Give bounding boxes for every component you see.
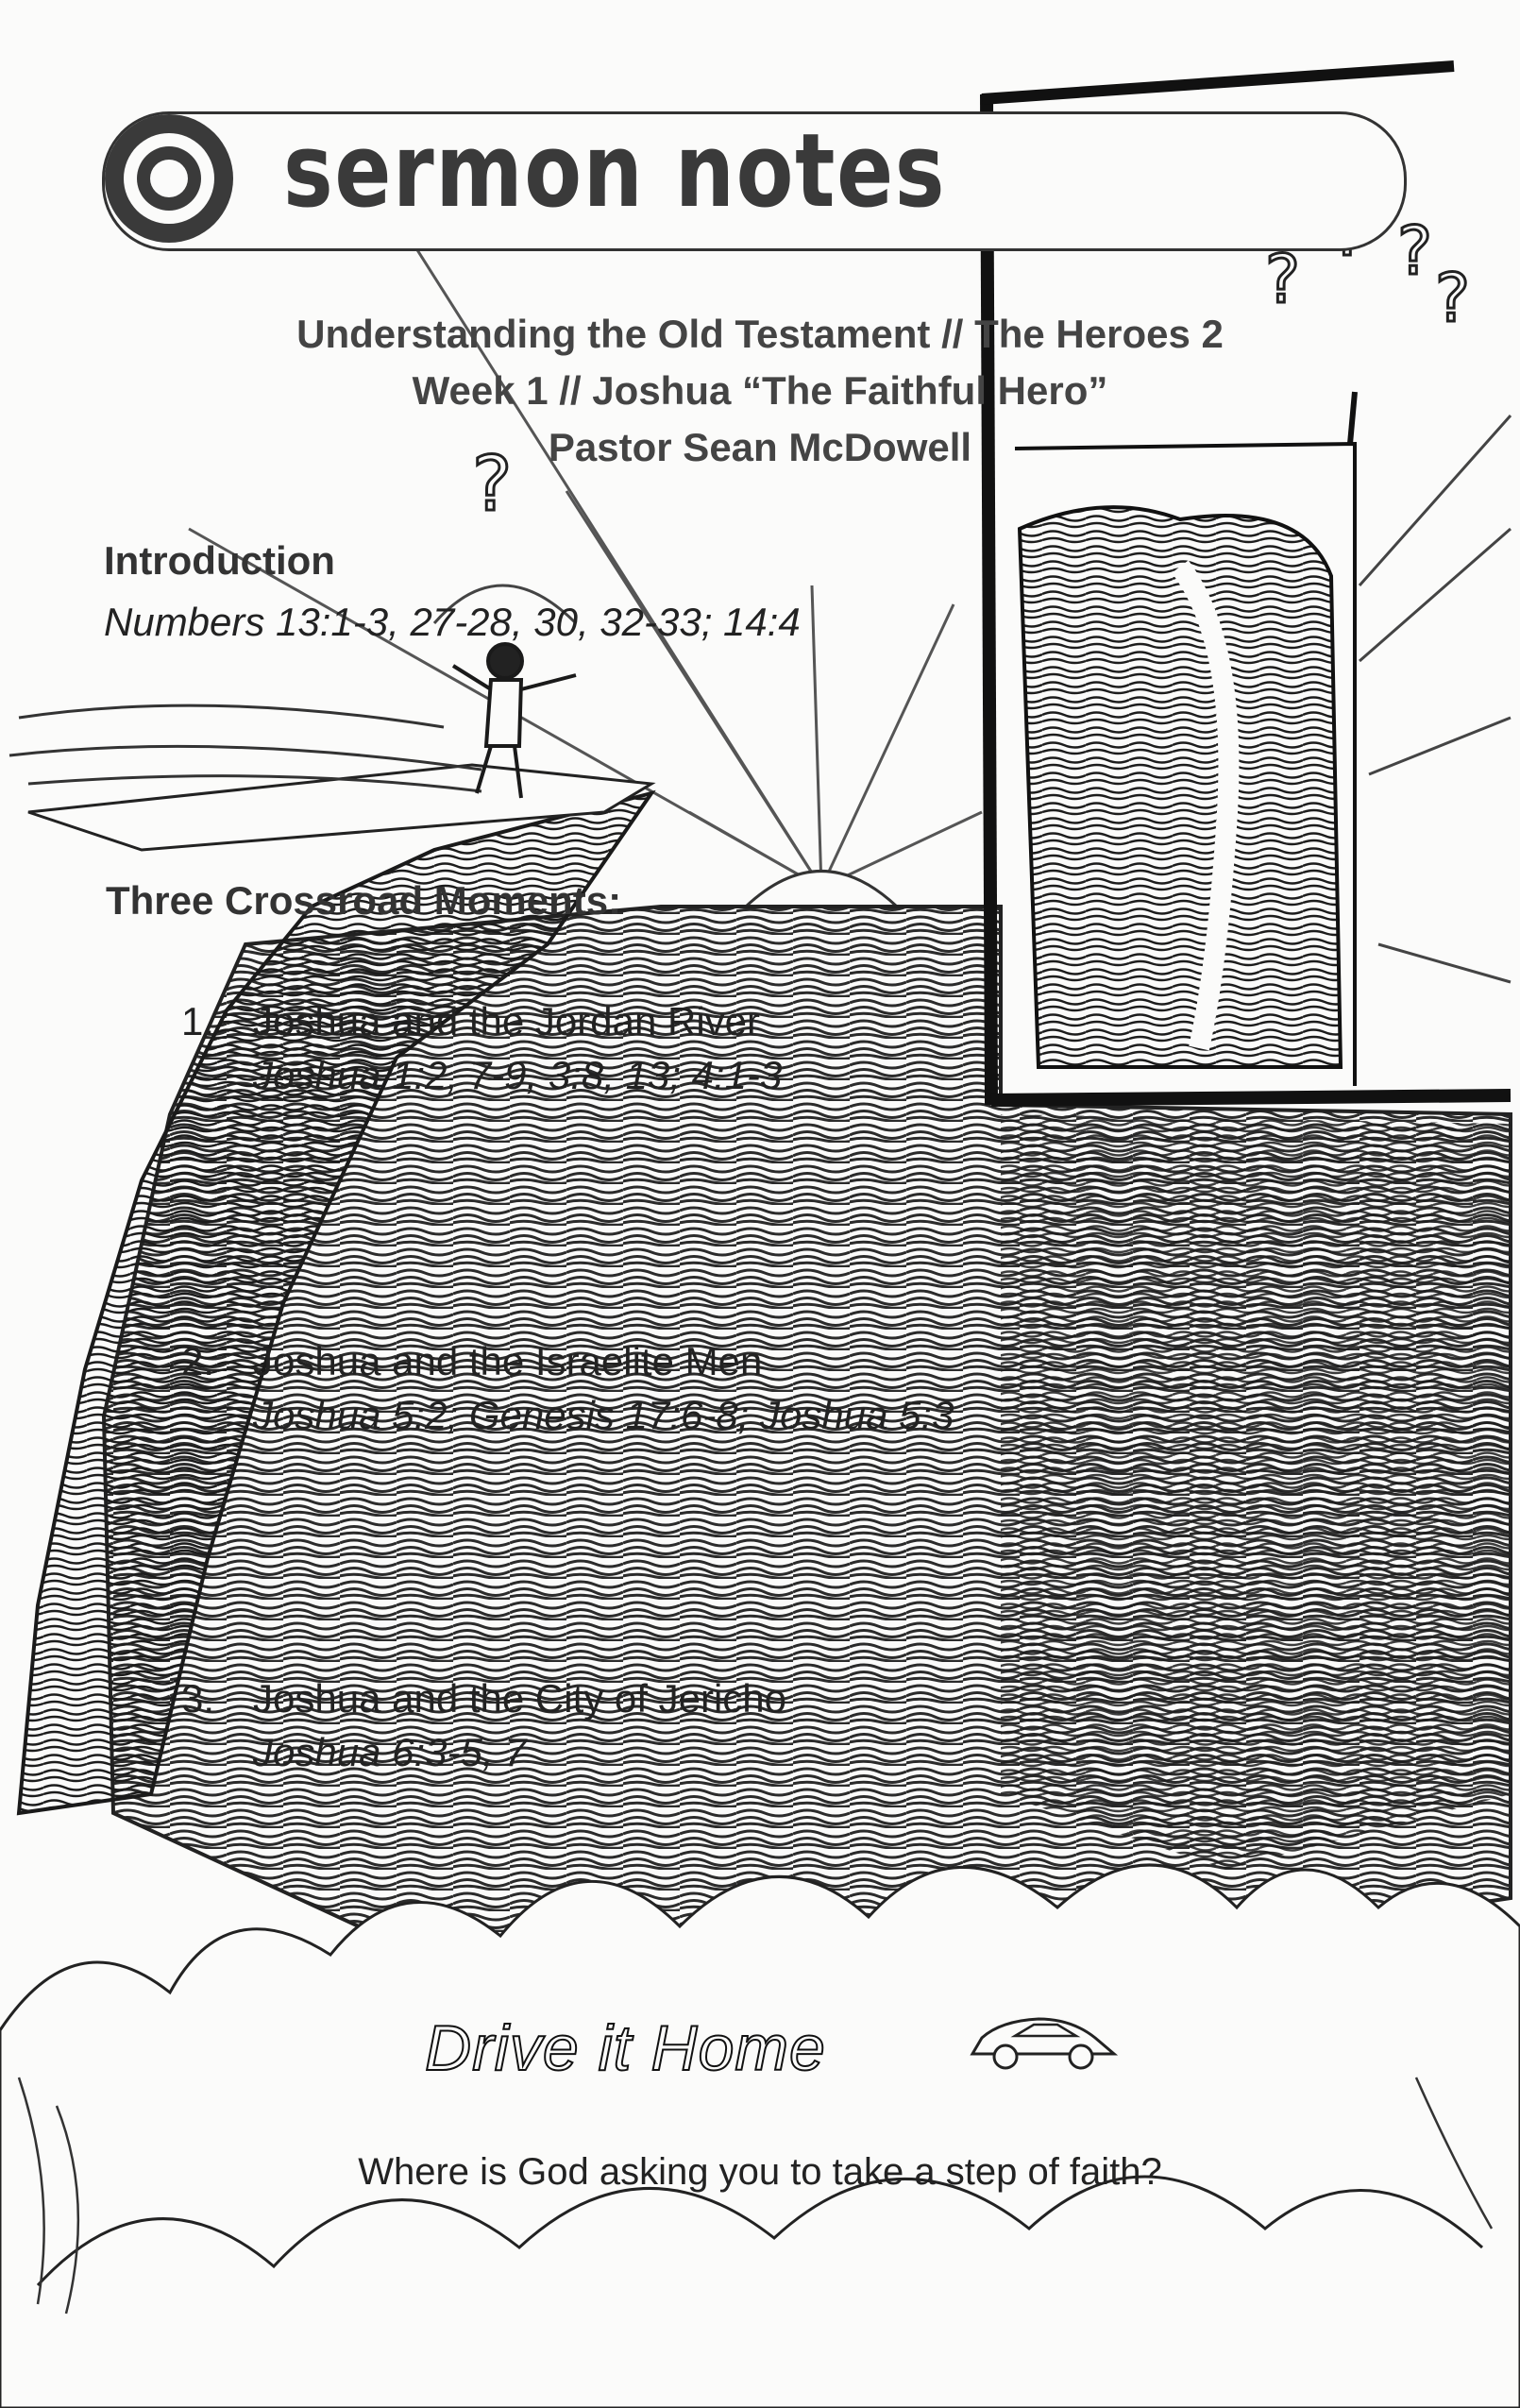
cliff-top xyxy=(27,763,656,852)
week-title: Week 1 // Joshua “The Faithful Hero” xyxy=(412,368,1108,413)
svg-text:?: ? xyxy=(1397,212,1432,290)
halo-arc xyxy=(432,584,578,625)
doorway-question-marks: ? ? ? ? xyxy=(1264,193,1472,339)
car-icon xyxy=(970,2017,1119,2070)
moment-reference: Joshua 1:2, 7-9, 3:8, 13; 4:1-3 xyxy=(253,1053,783,1097)
introduction-reference: Numbers 13:1-3, 27-28, 30, 32-33; 14:4 xyxy=(104,600,801,644)
moment-title: Joshua and the City of Jericho xyxy=(253,1676,786,1721)
doorway xyxy=(980,60,1512,1107)
introduction-heading: Introduction xyxy=(104,538,335,583)
series-title: Understanding the Old Testament // The H… xyxy=(296,312,1224,356)
right-rays xyxy=(1358,415,1512,984)
question-mark-icon: ? xyxy=(472,440,512,528)
cloud-hatching xyxy=(17,2077,1494,2315)
moment-number: 2. xyxy=(181,1339,215,1383)
moment-title: Joshua and the Jordan River xyxy=(253,999,760,1043)
moment-title: Joshua and the Israelite Men xyxy=(253,1339,763,1383)
page-title: sermon notes xyxy=(283,112,947,230)
river-shading xyxy=(1001,1114,1511,1870)
moment-reference: Joshua 5:2; Genesis 17:6-8; Joshua 5:3 xyxy=(253,1393,954,1437)
svg-text:?: ? xyxy=(1435,260,1470,337)
moment-reference: Joshua 6:3-5, 7 xyxy=(253,1730,527,1774)
person-figure xyxy=(451,642,577,799)
cliff-hatching xyxy=(8,704,482,793)
speaker-name: Pastor Sean McDowell xyxy=(548,425,972,469)
reflection-question: Where is God asking you to take a step o… xyxy=(358,2151,1162,2193)
sun xyxy=(744,870,899,908)
moment-number: 3. xyxy=(181,1676,215,1721)
moment-number: 1. xyxy=(181,999,215,1043)
doorway-figure xyxy=(1017,505,1343,1069)
target-icon xyxy=(105,114,233,243)
svg-text:?: ? xyxy=(1265,241,1300,318)
clouds xyxy=(0,1863,1520,2408)
cliff xyxy=(16,789,656,1816)
drive-it-home-heading: Drive it Home xyxy=(424,2011,826,2085)
moments-heading: Three Crossroad Moments: xyxy=(106,878,622,923)
header-banner xyxy=(102,111,1407,251)
